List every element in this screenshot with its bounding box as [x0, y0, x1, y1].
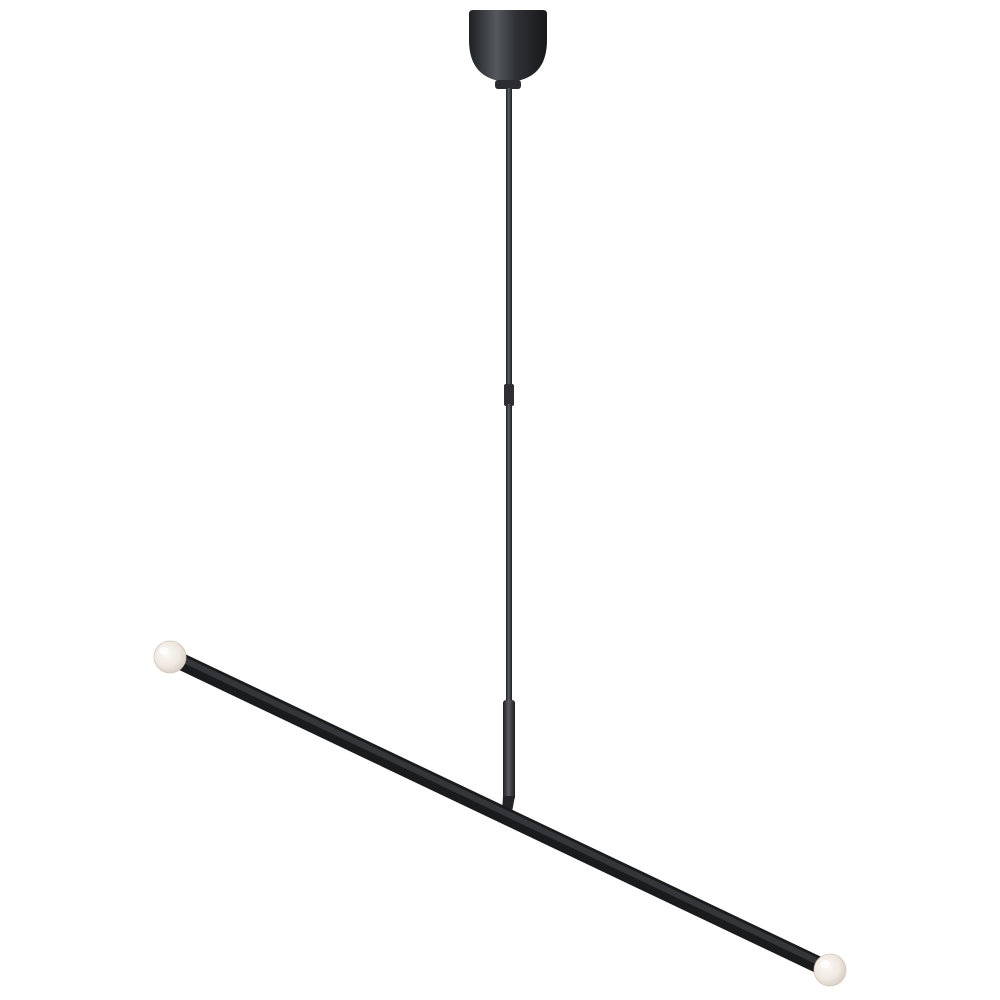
left-bulb [153, 640, 187, 674]
upper-stem [506, 88, 512, 388]
lower-sleeve [503, 700, 515, 800]
ceiling-canopy [469, 10, 547, 89]
lower-stem [506, 404, 512, 704]
right-bulb [813, 953, 847, 987]
stem-joint [504, 384, 514, 406]
light-arm [171, 652, 834, 977]
